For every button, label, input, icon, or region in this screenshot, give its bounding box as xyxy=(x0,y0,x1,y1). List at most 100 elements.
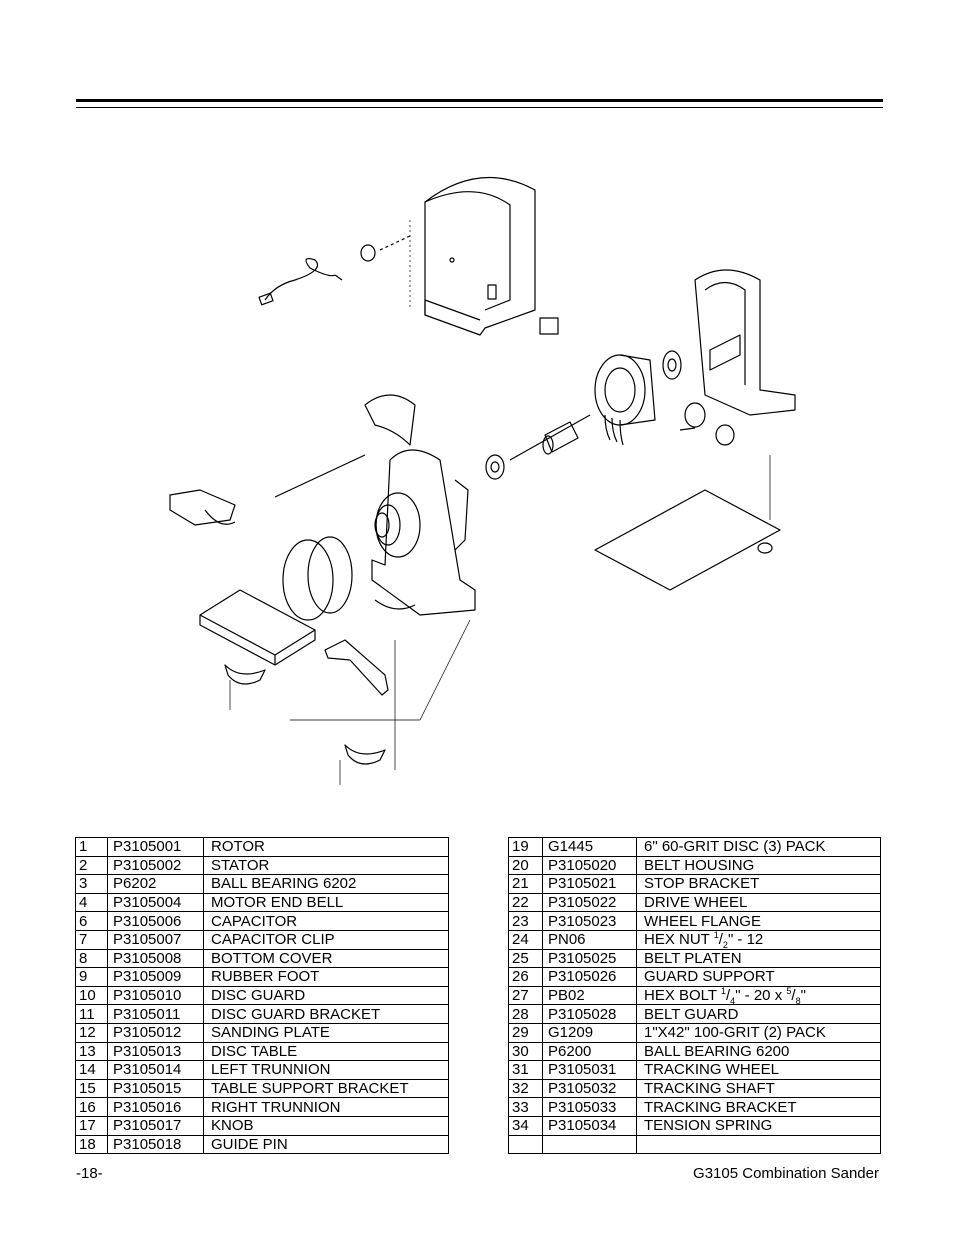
switch-drawing xyxy=(539,317,559,335)
ref-number: 30 xyxy=(508,1041,543,1062)
description: BELT GUARD xyxy=(636,1004,881,1024)
description-text: " - 20 x xyxy=(735,987,787,1005)
sanding-disc-drawing xyxy=(282,536,353,621)
ref-number: 4 xyxy=(75,892,108,913)
disc-guard-bracket-drawing xyxy=(374,599,416,610)
ref-number: 14 xyxy=(75,1060,108,1080)
description: BALL BEARING 6200 xyxy=(636,1041,881,1062)
part-number: P3105017 xyxy=(107,1115,204,1136)
part-number: P3105034 xyxy=(542,1115,637,1136)
description: WHEEL FLANGE xyxy=(636,911,881,931)
part-number: P3105011 xyxy=(107,1004,204,1024)
part-number xyxy=(542,1134,637,1155)
ref-number: 1 xyxy=(75,837,108,857)
description: RIGHT TRUNNION xyxy=(203,1097,449,1117)
ref-number: 10 xyxy=(75,985,108,1006)
description: MOTOR END BELL xyxy=(203,892,449,913)
part-number: P3105015 xyxy=(107,1078,204,1099)
part-number: G1445 xyxy=(542,837,637,857)
ref-number: 6 xyxy=(75,911,108,931)
part-number: P3105016 xyxy=(107,1097,204,1117)
table-row xyxy=(508,1134,881,1155)
left-trunnion-drawing xyxy=(224,664,266,685)
description: DISC GUARD xyxy=(203,985,449,1006)
description-text: " xyxy=(800,987,806,1005)
fraction-denominator: 4 xyxy=(730,996,736,1007)
part-number: P6202 xyxy=(107,874,204,894)
right-trunnion-drawing xyxy=(344,744,386,765)
tracking-parts-drawing xyxy=(679,402,735,446)
description: TRACKING BRACKET xyxy=(636,1097,881,1117)
part-number: P3105026 xyxy=(542,967,637,987)
disc-guard-drawing xyxy=(364,394,416,446)
description: HEX NUT 1/2" - 12 xyxy=(636,929,881,950)
ref-number: 27 xyxy=(508,985,543,1006)
ref-number: 7 xyxy=(75,929,108,950)
exploded-parts-diagram xyxy=(169,176,796,785)
ref-number: 20 xyxy=(508,855,543,876)
part-number: P3105025 xyxy=(542,948,637,969)
part-number: P3105023 xyxy=(542,911,637,931)
ref-number: 3 xyxy=(75,874,108,894)
ref-number: 21 xyxy=(508,874,543,894)
ref-number: 17 xyxy=(75,1115,108,1136)
description: TRACKING WHEEL xyxy=(636,1060,881,1080)
ref-number: 34 xyxy=(508,1115,543,1136)
part-number: P3105033 xyxy=(542,1097,637,1117)
ref-number: 22 xyxy=(508,892,543,913)
description xyxy=(636,1134,881,1155)
description: BALL BEARING 6202 xyxy=(203,874,449,894)
part-number: P3105012 xyxy=(107,1022,204,1043)
guide-pin-drawing xyxy=(274,454,366,498)
ref-number: 12 xyxy=(75,1022,108,1043)
description: RUBBER FOOT xyxy=(203,967,449,987)
ref-number: 11 xyxy=(75,1004,108,1024)
description: GUARD SUPPORT xyxy=(636,967,881,987)
description: TENSION SPRING xyxy=(636,1115,881,1136)
description: DISC GUARD BRACKET xyxy=(203,1004,449,1024)
description-text: " - 12 xyxy=(727,931,764,949)
part-number: P6200 xyxy=(542,1041,637,1062)
rotor-drawing xyxy=(485,414,591,480)
part-number: P3105018 xyxy=(107,1134,204,1155)
description: BOTTOM COVER xyxy=(203,948,449,969)
part-number: P3105010 xyxy=(107,985,204,1006)
ref-number: 2 xyxy=(75,855,108,876)
description: STOP BRACKET xyxy=(636,874,881,894)
ref-number: 18 xyxy=(75,1134,108,1155)
description: STATOR xyxy=(203,855,449,876)
ref-number: 19 xyxy=(508,837,543,857)
motor-stator-drawing xyxy=(594,350,682,446)
part-number: P3105002 xyxy=(107,855,204,876)
rubber-foot-drawing xyxy=(757,542,773,554)
part-number: P3105008 xyxy=(107,948,204,969)
part-number: P3105014 xyxy=(107,1060,204,1080)
description: SANDING PLATE xyxy=(203,1022,449,1043)
table-support-bracket-drawing xyxy=(324,639,389,696)
part-number: P3105020 xyxy=(542,855,637,876)
fraction-numerator: 1 xyxy=(713,930,719,941)
fraction-numerator: 5 xyxy=(786,986,792,997)
part-number: P3105004 xyxy=(107,892,204,913)
